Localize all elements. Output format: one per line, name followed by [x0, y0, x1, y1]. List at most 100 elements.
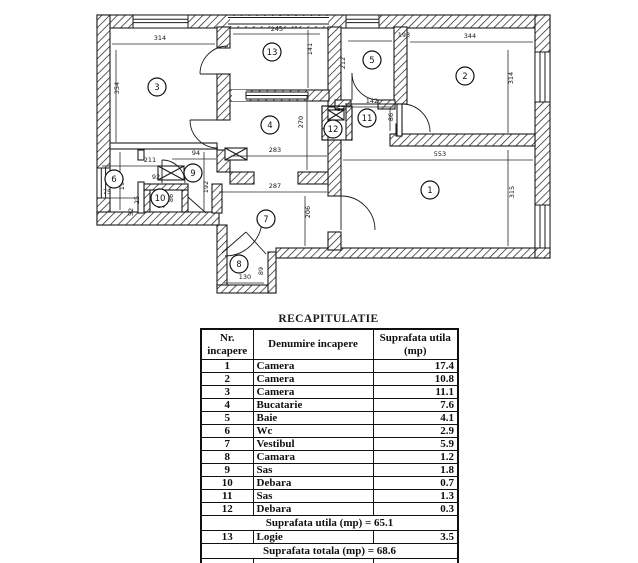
cell-name: Camera: [252, 372, 374, 387]
floorplan: 3143542451411932123443142702832871428657…: [96, 14, 551, 294]
cell-nr: 11: [200, 489, 254, 504]
cell-name: Debara: [252, 476, 374, 491]
cell-name: Vestibul: [252, 437, 374, 452]
recap-table: Nr. incapere Denumire incapere Suprafata…: [200, 328, 459, 563]
dim-label: 270: [297, 116, 305, 128]
dim-label: 192: [202, 181, 210, 193]
table-row: [200, 558, 459, 563]
cell-nr: 5: [200, 411, 254, 426]
header-denumire: Denumire incapere: [252, 328, 374, 361]
dim-label: 130: [239, 273, 251, 281]
cell-nr: 13: [200, 530, 254, 545]
cell-area: 2.9: [372, 424, 459, 439]
dim-label: 354: [113, 82, 121, 94]
table-cell: [372, 558, 459, 563]
cell-name: Camera: [252, 359, 374, 374]
window-symbols: [96, 14, 551, 249]
cell-nr: 9: [200, 463, 254, 478]
cell-area: 0.3: [372, 502, 459, 517]
room-number: 13: [267, 48, 278, 58]
header-suprafata: Suprafata utila (mp): [372, 328, 459, 361]
room-badge: [455, 66, 475, 86]
cell-name: Debara: [252, 502, 374, 517]
cell-nr: 2: [200, 372, 254, 387]
cell-nr: 8: [200, 450, 254, 465]
table-header: Nr. incapere Denumire incapere Suprafata…: [200, 328, 459, 361]
room-badge: [357, 108, 377, 128]
room-badge: [260, 115, 280, 135]
cell-nr: 3: [200, 385, 254, 400]
dim-label: 57: [337, 105, 345, 113]
cell-area: 10.8: [372, 372, 459, 387]
cell-nr: 7: [200, 437, 254, 452]
room-badge: [262, 42, 282, 62]
dimension-lines: [100, 30, 533, 284]
dim-label: 86: [387, 113, 395, 121]
cell-area: 0.7: [372, 476, 459, 491]
dim-label: 211: [144, 156, 156, 164]
dim-label: 287: [269, 182, 281, 190]
table-cell: [252, 558, 374, 563]
room-number: 3: [154, 83, 159, 93]
subtotal-cell: Suprafata utila (mp) = 65.1: [200, 515, 459, 532]
room-number: 1: [427, 186, 432, 196]
cell-area: 3.5: [372, 530, 459, 545]
dim-label: 245: [271, 25, 283, 33]
dim-label: 315: [508, 186, 516, 198]
room-badge: [104, 169, 124, 189]
room-number: 7: [263, 215, 268, 225]
room-number: 2: [462, 72, 467, 82]
cell-area: 7.6: [372, 398, 459, 413]
room-number: 4: [267, 121, 272, 131]
cell-nr: 4: [200, 398, 254, 413]
room-number: 11: [362, 114, 373, 124]
dim-label: 553: [434, 150, 446, 158]
cell-nr: 10: [200, 476, 254, 491]
dim-label: 283: [269, 146, 281, 154]
cell-area: 11.1: [372, 385, 459, 400]
dim-label: 141: [306, 43, 314, 55]
room-number: 12: [328, 125, 339, 135]
room-number: 6: [111, 175, 116, 185]
cell-name: Camera: [252, 385, 374, 400]
summary-row: Suprafata totala (mp) = 68.6: [200, 543, 459, 560]
cell-name: Wc: [252, 424, 374, 439]
cell-area: 1.8: [372, 463, 459, 478]
cell-name: Sas: [252, 463, 374, 478]
cell-name: Camara: [252, 450, 374, 465]
room-badge: [362, 50, 382, 70]
header-nr: Nr. incapere: [200, 328, 254, 361]
dim-label: 314: [507, 72, 515, 84]
dim-label: 193: [398, 31, 410, 39]
dim-label: 344: [464, 32, 476, 40]
cell-name: Baie: [252, 411, 374, 426]
room-badge: [256, 209, 276, 229]
room-number: 8: [236, 260, 241, 270]
dim-label: 92: [152, 173, 160, 181]
dim-label: 142: [366, 97, 378, 105]
cell-name: Sas: [252, 489, 374, 504]
room-badge: [147, 77, 167, 97]
dim-label: 314: [154, 34, 166, 42]
room-badge: [150, 188, 170, 208]
cell-name: Logie: [252, 530, 374, 545]
room-number: 10: [155, 194, 166, 204]
dim-label: 212: [339, 57, 347, 69]
cell-area: 5.9: [372, 437, 459, 452]
cell-nr: 1: [200, 359, 254, 374]
room-badge: [323, 119, 343, 139]
